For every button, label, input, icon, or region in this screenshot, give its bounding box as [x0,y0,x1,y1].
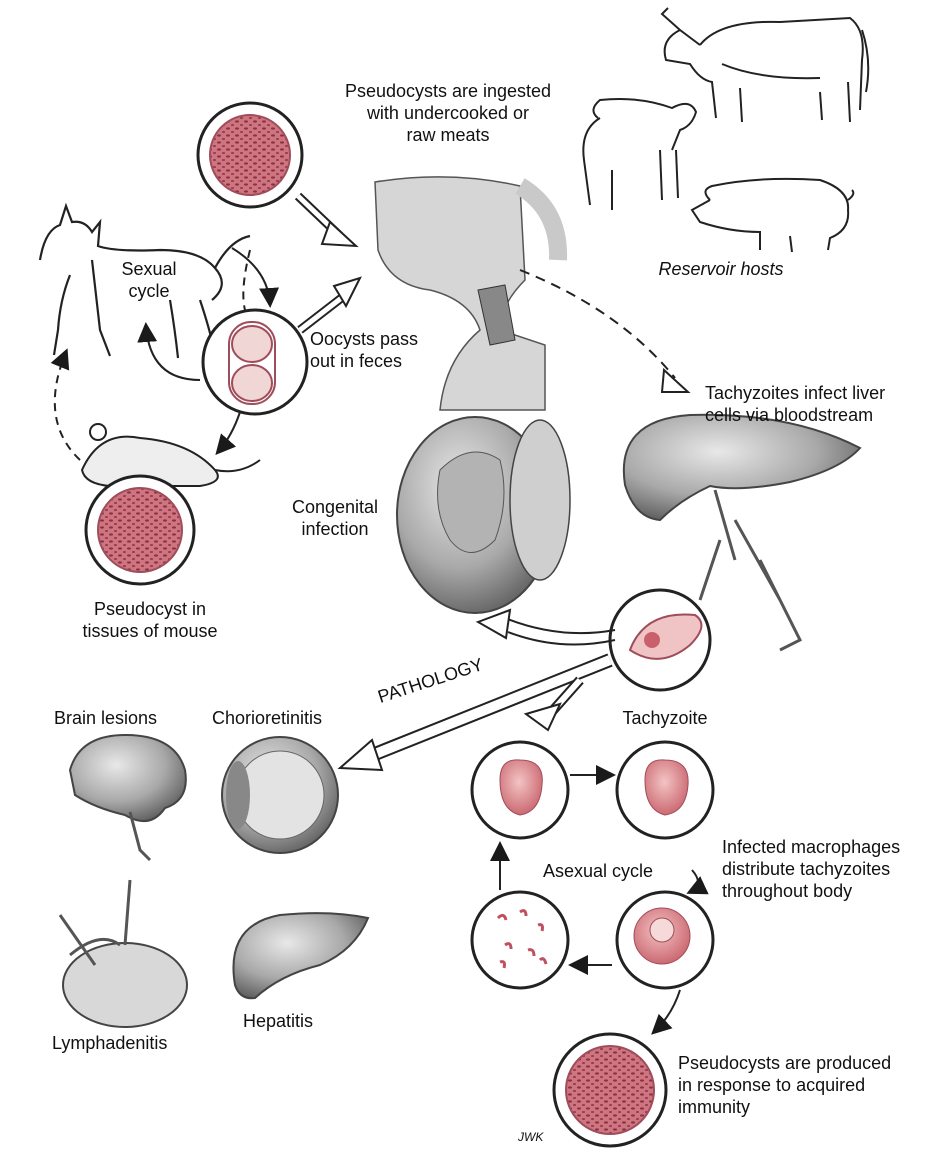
asexual-cell-3 [617,892,713,988]
immunity-label: Pseudocysts are produced in response to … [678,1052,933,1118]
sheep-illustration [583,99,696,210]
artist-signature: JWK [518,1130,568,1144]
hepatitis-liver-illustration [233,913,368,998]
arrow-oocyst-to-cat [146,326,200,380]
asexual-cell-1 [472,742,568,838]
oocysts-label: Oocysts pass out in feces [310,328,450,372]
hepatitis-label: Hepatitis [243,1010,353,1032]
human-throat-illustration [375,177,558,410]
lymph-node-illustration [60,880,187,1027]
asexual-cycle-label: Asexual cycle [528,860,668,882]
ingestion-label: Pseudocysts are ingested with undercooke… [318,80,578,146]
pig-illustration [692,179,853,252]
eye-illustration [222,737,338,853]
tachyzoite-label: Tachyzoite [610,707,720,729]
brain-lesions-label: Brain lesions [54,707,194,729]
liver-infection-label: Tachyzoites infect liver cells via blood… [705,382,930,426]
congenital-label: Congenital infection [280,496,390,540]
reservoir-hosts-label: Reservoir hosts [636,258,806,280]
lymphadenitis-label: Lymphadenitis [52,1032,222,1054]
brain-illustration [70,735,186,860]
asexual-cell-2 [617,742,713,838]
cow-illustration [662,8,868,122]
arrow-cat-to-oocyst [232,248,270,304]
pseudocyst-mouse-label: Pseudocyst in tissues of mouse [60,598,240,642]
fetus-illustration [397,417,570,613]
mouse-illustration [82,424,260,486]
sexual-cycle-label: Sexual cycle [104,258,194,302]
macrophages-label: Infected macrophages distribute tachyzoi… [722,836,932,902]
arrow-to-congenital [505,618,615,633]
chorioretinitis-label: Chorioretinitis [212,707,372,729]
arrow-mouse-to-cat [55,352,80,460]
asexual-cell-4 [472,892,568,988]
arrow-oocyst-to-mouse [218,412,240,452]
